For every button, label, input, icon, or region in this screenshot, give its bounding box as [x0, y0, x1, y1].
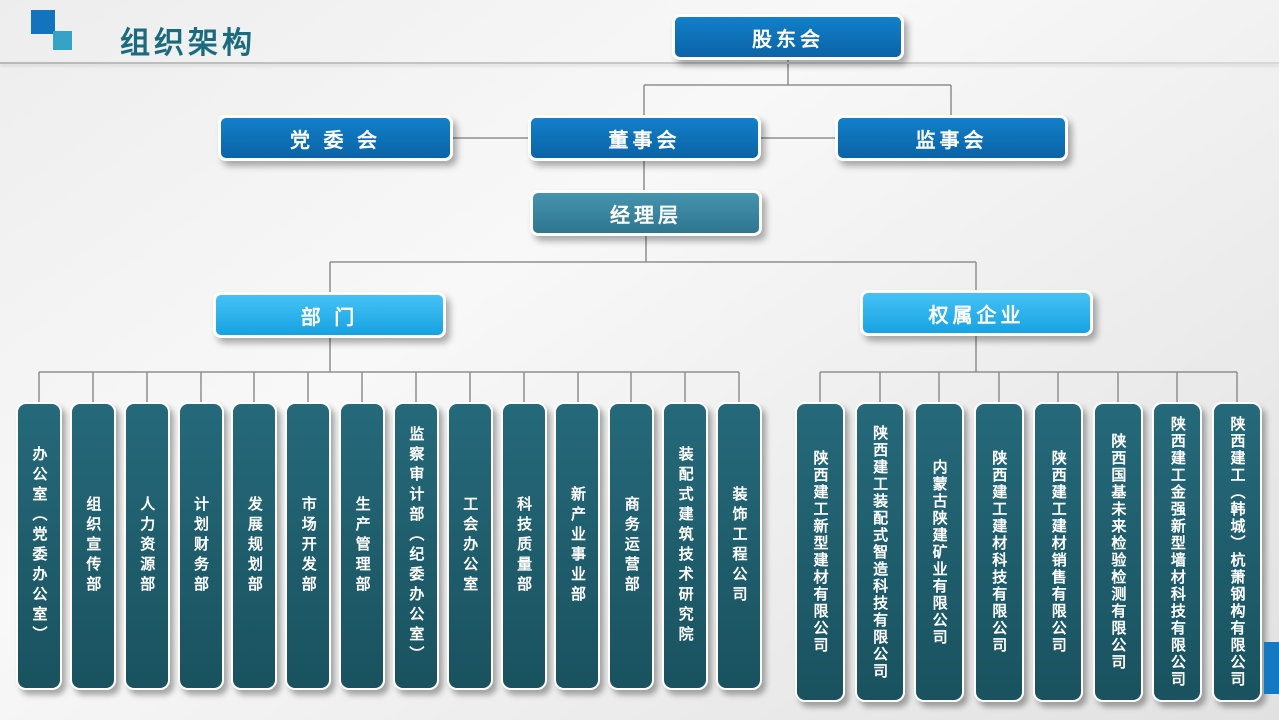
- departments-row: 办公室（党委办公室） 组织宣传部 人力资源部 计划财务部 发展规划部 市场开发部…: [16, 402, 762, 690]
- org-node-subsidiary: 陕西国基未来检验检测有限公司: [1092, 402, 1143, 702]
- deco-corner-tab: [1264, 642, 1279, 694]
- org-node-department: 商务运营部: [608, 402, 655, 690]
- org-group-departments: 部 门: [213, 292, 446, 338]
- org-node-supervisory-board: 监事会: [835, 115, 1068, 161]
- org-node-board-of-directors: 董事会: [528, 115, 761, 161]
- org-node-subsidiary: 陕西建工（韩城）杭萧钢构有限公司: [1211, 402, 1262, 702]
- org-node-department: 科技质量部: [500, 402, 547, 690]
- org-node-management-level: 经理层: [530, 190, 762, 236]
- org-node-department: 市场开发部: [285, 402, 332, 690]
- org-node-department: 装饰工程公司: [715, 402, 762, 690]
- org-node-subsidiary: 陕西建工装配式智造科技有限公司: [854, 402, 905, 702]
- org-group-subsidiaries: 权属企业: [860, 290, 1093, 336]
- page-title: 组织架构: [120, 27, 256, 60]
- subsidiaries-row: 陕西建工新型建材有限公司 陕西建工装配式智造科技有限公司 内蒙古陕建矿业有限公司…: [795, 402, 1262, 702]
- org-node-department: 人力资源部: [123, 402, 170, 690]
- org-node-party-committee: 党 委 会: [218, 115, 453, 161]
- org-node-department: 办公室（党委办公室）: [16, 402, 62, 690]
- org-node-department: 计划财务部: [177, 402, 224, 690]
- org-node-department: 装配式建筑技术研究院: [662, 402, 709, 690]
- org-node-subsidiary: 陕西建工新型建材有限公司: [795, 402, 845, 702]
- org-node-shareholders-meeting: 股东会: [672, 14, 904, 60]
- deco-square-blue: [31, 10, 55, 34]
- deco-square-teal: [53, 31, 72, 50]
- org-node-subsidiary: 陕西建工建材销售有限公司: [1033, 402, 1084, 702]
- org-node-department: 发展规划部: [231, 402, 278, 690]
- header-divider: [0, 62, 1279, 64]
- org-node-department: 监察审计部（纪委办公室）: [392, 402, 439, 690]
- org-node-department: 生产管理部: [339, 402, 386, 690]
- org-node-department: 组织宣传部: [69, 402, 116, 690]
- org-node-subsidiary: 内蒙古陕建矿业有限公司: [914, 402, 965, 702]
- org-node-department: 工会办公室: [446, 402, 493, 690]
- org-node-subsidiary: 陕西建工金强新型墙材科技有限公司: [1152, 402, 1203, 702]
- org-node-department: 新产业事业部: [554, 402, 601, 690]
- org-node-subsidiary: 陕西建工建材科技有限公司: [973, 402, 1024, 702]
